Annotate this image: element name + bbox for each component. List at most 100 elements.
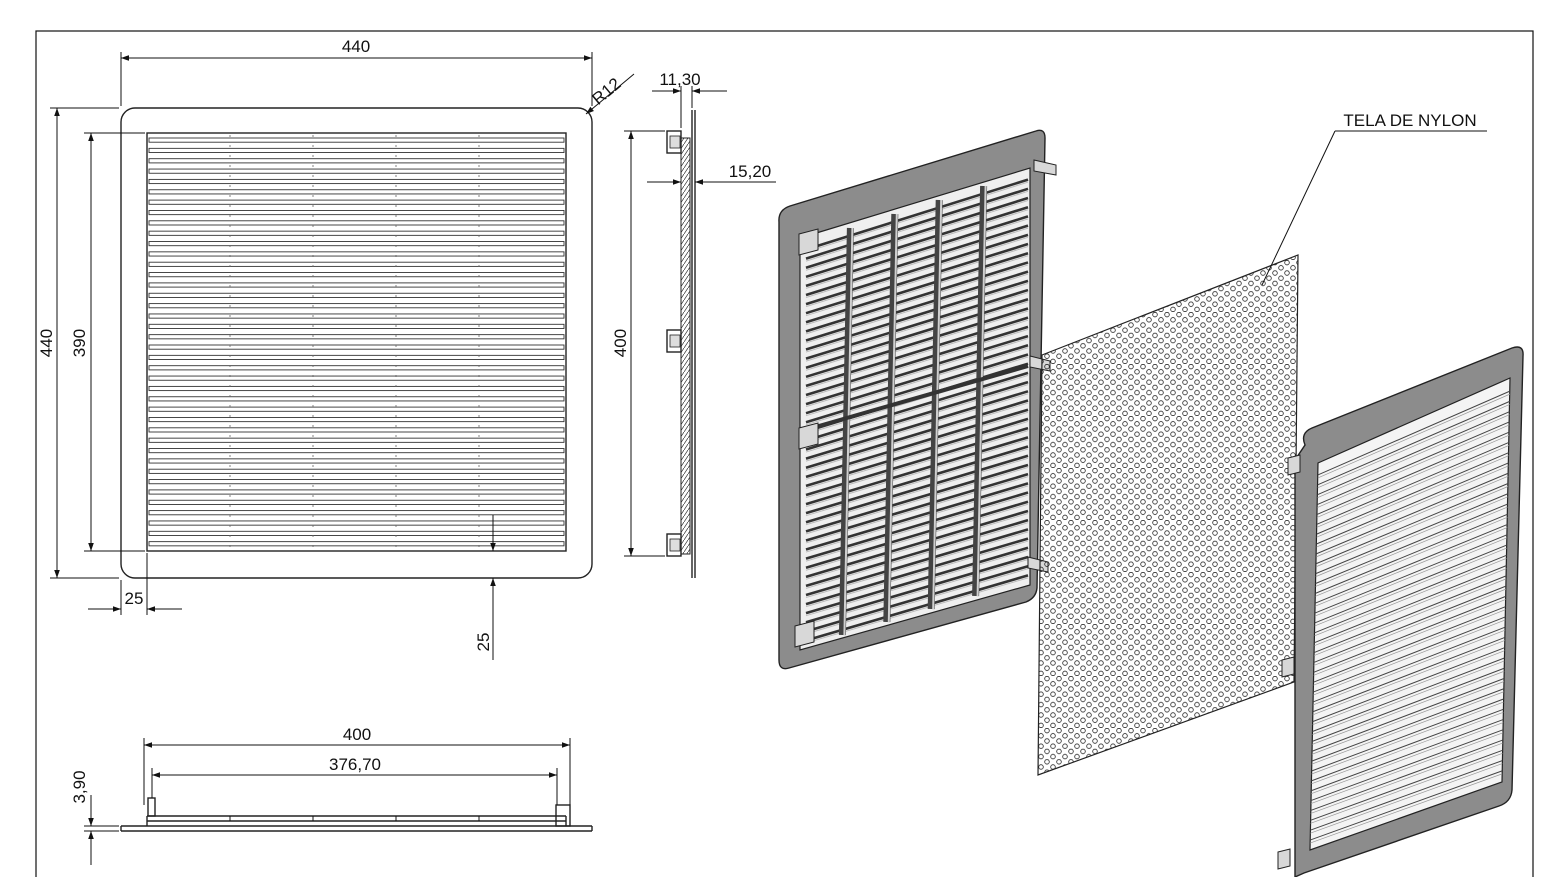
back-slat-highlight bbox=[805, 236, 1029, 308]
louvre-line bbox=[1310, 739, 1503, 811]
back-slat bbox=[805, 344, 1029, 415]
front-slat bbox=[148, 375, 565, 381]
back-slat bbox=[805, 298, 1029, 369]
back-slat bbox=[805, 353, 1029, 424]
front-slat bbox=[148, 178, 565, 185]
louvre-shade bbox=[1310, 753, 1503, 824]
louvre-shade bbox=[1317, 404, 1510, 489]
front-slat bbox=[148, 282, 565, 288]
front-slat bbox=[148, 520, 565, 526]
louvre-shade bbox=[1311, 722, 1504, 795]
louvre-shade bbox=[1312, 640, 1505, 716]
louvre-shade bbox=[1314, 558, 1507, 637]
dim-side-height-400: 400 bbox=[611, 329, 630, 357]
back-slat-highlight bbox=[805, 218, 1029, 289]
back-slat-highlight bbox=[805, 264, 1029, 335]
louvre-shade bbox=[1312, 670, 1505, 745]
back-slat-highlight bbox=[805, 227, 1029, 298]
front-louvres bbox=[1309, 390, 1511, 844]
louvre-shade bbox=[1317, 424, 1510, 508]
louvre-shade bbox=[1317, 393, 1511, 479]
front-slat bbox=[148, 272, 565, 278]
louvre-shade bbox=[1311, 681, 1505, 755]
front-slat bbox=[148, 448, 565, 454]
back-rib bbox=[927, 199, 943, 610]
louvre-line bbox=[1314, 524, 1508, 604]
louvre-shade bbox=[1315, 506, 1508, 587]
louvre-shade bbox=[1312, 650, 1505, 725]
louvre-shade bbox=[1313, 609, 1506, 686]
grille-inner-opening bbox=[146, 132, 567, 552]
louvre-shade bbox=[1312, 629, 1506, 706]
front-slat bbox=[148, 437, 565, 443]
side-view: 11,30 15,20 400 bbox=[611, 70, 776, 578]
back-slat bbox=[805, 316, 1029, 388]
louvre-shade bbox=[1316, 434, 1510, 518]
back-slat-highlight bbox=[805, 292, 1029, 362]
louvre-line bbox=[1315, 503, 1508, 584]
front-slat bbox=[148, 354, 565, 361]
louvre-line bbox=[1316, 452, 1509, 535]
grille-slats bbox=[148, 135, 565, 549]
louvre-line bbox=[1315, 483, 1509, 565]
side-profile-body bbox=[680, 137, 691, 555]
front-slat bbox=[148, 292, 565, 298]
louvre-shade bbox=[1311, 691, 1504, 765]
back-slat bbox=[805, 334, 1029, 406]
louvre-shade bbox=[1315, 527, 1508, 607]
louvre-shade bbox=[1314, 537, 1508, 617]
louvre-line bbox=[1312, 626, 1506, 703]
back-slat-highlight bbox=[805, 200, 1029, 271]
back-slat bbox=[805, 279, 1029, 351]
dim-margin-left-25: 25 bbox=[125, 589, 144, 608]
front-slat bbox=[148, 261, 565, 267]
louvre-line bbox=[1317, 390, 1511, 476]
front-slat bbox=[148, 251, 565, 257]
dim-thickness-3-90: 3,90 bbox=[70, 770, 89, 803]
louvre-line bbox=[1315, 493, 1508, 575]
louvre-line bbox=[1311, 688, 1504, 762]
louvre-shade bbox=[1317, 414, 1510, 498]
front-slat bbox=[148, 468, 565, 474]
front-slat bbox=[148, 365, 565, 371]
louvre-line bbox=[1316, 472, 1509, 555]
louvre-line bbox=[1313, 616, 1506, 693]
back-grille-ribs bbox=[838, 185, 988, 636]
back-grille-frame bbox=[778, 129, 1057, 670]
dim-height-440: 440 bbox=[37, 329, 56, 357]
louvre-shade bbox=[1314, 547, 1507, 627]
louvre-shade bbox=[1311, 711, 1504, 785]
front-slat bbox=[148, 168, 565, 174]
dim-depth-11-30: 11,30 bbox=[659, 70, 700, 89]
front-slat bbox=[148, 241, 565, 247]
back-slat bbox=[805, 205, 1029, 279]
front-slat bbox=[148, 189, 565, 195]
louvre-line bbox=[1317, 400, 1510, 486]
louvre-shade bbox=[1315, 496, 1508, 577]
louvre-shade bbox=[1310, 763, 1503, 834]
back-slat bbox=[805, 288, 1029, 360]
louvre-shade bbox=[1315, 486, 1509, 568]
back-frame-clips bbox=[794, 159, 1057, 648]
louvre-shade bbox=[1316, 475, 1509, 558]
louvre-line bbox=[1311, 698, 1504, 772]
front-slat bbox=[148, 458, 565, 464]
front-slat bbox=[148, 396, 565, 402]
back-slat bbox=[805, 242, 1029, 315]
louvre-shade bbox=[1309, 773, 1503, 844]
front-slat bbox=[148, 313, 565, 319]
louvre-shade bbox=[1316, 455, 1509, 538]
dim-bottom-inner-376-70: 376,70 bbox=[329, 755, 381, 774]
louvre-line bbox=[1312, 647, 1505, 723]
front-slat bbox=[148, 137, 565, 143]
louvre-line bbox=[1310, 719, 1504, 792]
louvre-shade bbox=[1313, 619, 1506, 696]
louvre-shade bbox=[1310, 732, 1504, 804]
front-slat bbox=[148, 344, 565, 350]
back-slat bbox=[805, 270, 1029, 342]
louvre-line bbox=[1312, 636, 1506, 713]
louvre-line bbox=[1311, 708, 1504, 782]
front-slat bbox=[148, 530, 565, 536]
front-slat bbox=[148, 510, 565, 516]
side-clips bbox=[666, 130, 682, 557]
